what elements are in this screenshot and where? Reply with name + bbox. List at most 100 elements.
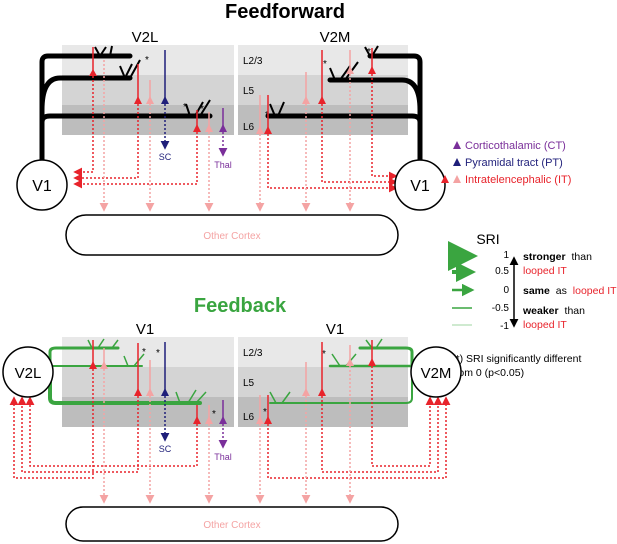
star-marker: * [145,55,149,66]
fb-left-l23-band [62,337,234,367]
fb-thal-label: Thal [214,452,232,462]
fb-area-v1-right: V1 [326,321,344,338]
it-neuron-dark [264,416,272,424]
sri-tick-label: -0.5 [492,303,510,314]
sri-same-rest: as [556,285,567,297]
fb-v2l-circle [2,346,54,398]
it-neuron-light [205,416,213,424]
ff-thal-label: Thal [214,160,232,170]
it-neuron-dark [89,361,97,369]
ff-l5-label: L5 [243,86,255,97]
ff-v1-left-circle [16,159,68,211]
it-neuron-dark [318,388,326,396]
it-neuron-light [205,124,213,132]
fb-v2m-circle [410,346,462,398]
ff-left-l23-band [62,45,234,75]
sri-weaker-bold: weaker [522,305,559,317]
fb-other-cortex-box [65,506,399,542]
ff-black-projections [39,53,423,163]
it-neuron-light [302,388,310,396]
star-marker: * [263,407,267,418]
ff-left-l6-band [62,105,234,135]
sri-same-bold: same [523,285,550,297]
it-legend-icon-light [453,175,461,183]
sri-stronger-text: stronger than [523,251,592,263]
fb-other-cortex-label: Other Cortex [203,520,260,531]
ct-legend-label: Corticothalamic (CT) [465,140,566,152]
fb-l6-label: L6 [243,412,255,423]
ff-area-v2l: V2L [132,29,159,46]
star-marker: * [156,348,160,359]
ct-neuron [219,124,227,132]
feedback-title: Feedback [194,295,287,317]
fb-right-it-returns [255,366,451,504]
sri-title: SRI [476,231,499,247]
it-neuron-dark [264,126,272,134]
fb-left-it-returns [9,369,214,504]
pt-legend-icon [453,158,461,166]
fb-area-v1-left: V1 [136,321,154,338]
fb-l23-label: L2/3 [243,348,263,359]
sri-weaker-text: weaker than [522,305,585,317]
fb-l5-label: L5 [243,378,255,389]
ff-left-neurons [89,47,227,132]
star-marker: * [183,102,187,113]
fb-left-layers [62,337,234,427]
sri-weaker-rest: than [565,305,586,317]
ct-legend-icon [453,141,461,149]
it-neuron-dark [318,96,326,104]
it-neuron-light [256,416,264,424]
star-marker: * [323,59,327,70]
sri-same-text: same as looped IT [523,285,617,297]
it-neuron-light [256,126,264,134]
feedforward-title: Feedforward [225,1,345,23]
ff-v1-left-label: V1 [32,178,52,195]
ff-left-it-returns [73,60,214,212]
sri-same-red: looped IT [573,285,617,297]
fb-v2m-label: V2M [421,365,452,382]
fb-left-neurons [89,340,227,424]
ff-sc-label: SC [159,152,172,162]
ff-significance-stars: * * * * * * [145,47,371,121]
star-marker: * [322,349,326,360]
sri-stronger-rest: than [572,251,593,263]
it-neuron-light [346,358,354,366]
it-neuron-dark [134,388,142,396]
it-legend-label: Intratelencephalic (IT) [465,174,571,186]
it-legend-icon-dark [441,175,449,183]
ct-neuron [219,416,227,424]
ff-right-l23-band [238,45,408,75]
star-marker: * [265,110,269,121]
sri-weaker-red: looped IT [523,319,567,331]
fb-v2l-label: V2L [15,365,42,382]
sri-tick-label: 1 [503,250,509,261]
cell-type-legend: Corticothalamic (CT) Pyramidal tract (PT… [441,140,571,186]
ff-right-it-returns [255,74,398,212]
star-marker: * [212,409,216,420]
sri-tick-label: 0.5 [495,266,509,277]
star-marker: * [367,47,371,58]
sri-stronger-red: looped IT [523,265,567,277]
ff-right-l6-band [238,105,408,135]
ff-other-cortex-box [65,214,399,256]
ff-l23-label: L2/3 [243,56,263,67]
sri-stronger-bold: stronger [523,251,566,263]
ff-v1-right-label: V1 [410,178,430,195]
ff-right-neurons [256,48,376,134]
fb-sc-label: SC [159,444,172,454]
pt-neuron [161,96,169,104]
ff-area-v2m: V2M [320,29,351,46]
it-neuron-dark [193,124,201,132]
significance-note-line2: from 0 (p<0.05) [452,367,524,379]
sri-scale: SRI 1 0.5 0 -0.5 -1 stronger than looped… [448,231,617,332]
star-marker: * [142,347,146,358]
fb-right-neurons [256,340,376,424]
it-neuron-dark [368,358,376,366]
pt-neuron [161,388,169,396]
it-neuron-light [302,96,310,104]
it-neuron-dark [89,69,97,76]
it-neuron-light [146,388,154,396]
ff-left-terminals [94,45,211,117]
it-neuron-light [146,96,154,104]
